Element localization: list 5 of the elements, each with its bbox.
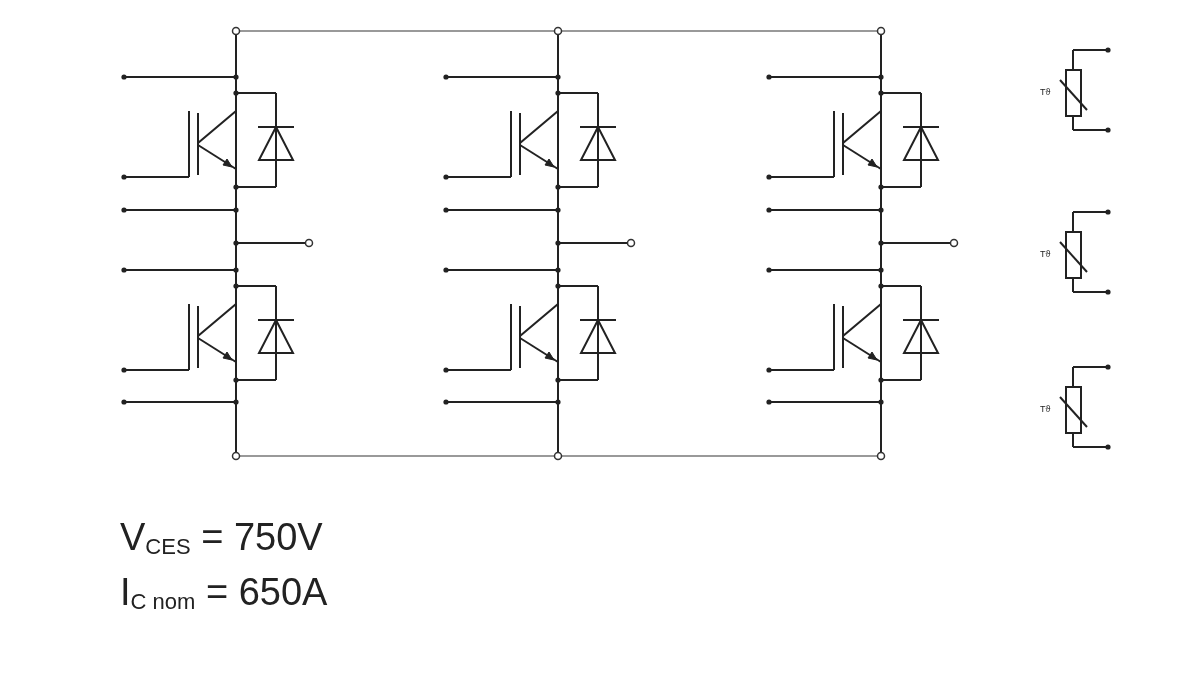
thermistor-label: Tϑ — [1040, 87, 1051, 97]
rating-text: I$_{C nom}$ = 650A — [120, 570, 328, 616]
rating-text: V$_{CES}$ = 750V — [120, 515, 323, 561]
thermistor-label: Tϑ — [1040, 404, 1051, 414]
thermistor-label: Tϑ — [1040, 249, 1051, 259]
